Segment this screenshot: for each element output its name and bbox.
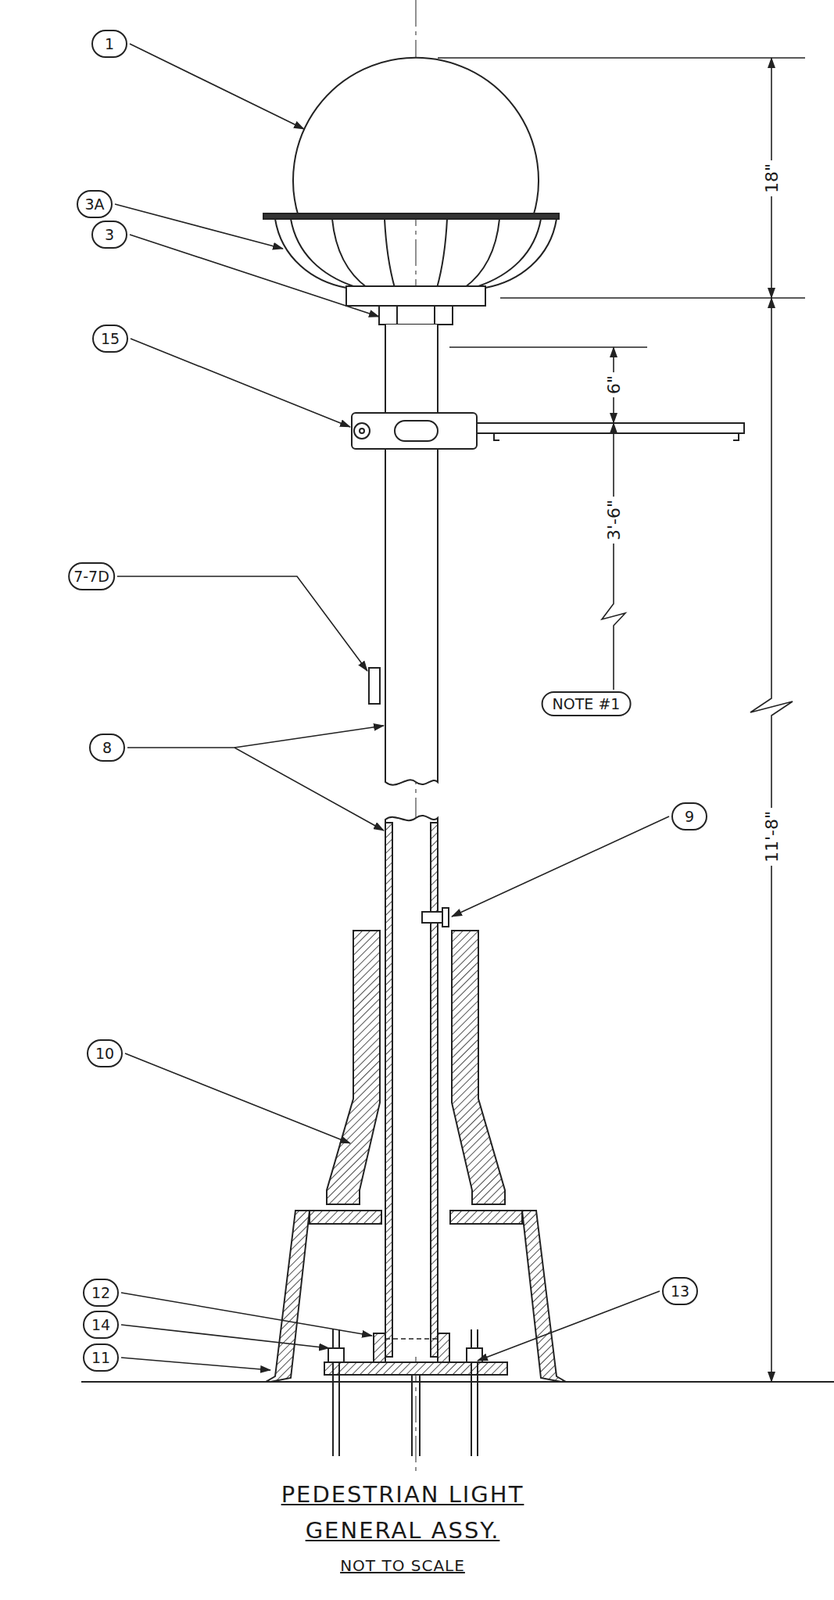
leader-line — [121, 1324, 330, 1348]
clamp-hole — [359, 428, 365, 434]
leader-line — [125, 1052, 351, 1143]
dimension-label: 18" — [760, 160, 784, 197]
socket — [437, 1332, 450, 1362]
leader-lines — [114, 43, 670, 1370]
base-wall — [265, 1209, 310, 1382]
leader-line — [117, 576, 368, 671]
extension-line — [437, 57, 806, 59]
bowl-rib — [384, 218, 395, 288]
extension-line — [500, 297, 806, 299]
callout-number: 11 — [82, 1342, 119, 1371]
leader-line — [127, 747, 384, 831]
anchor-plate — [324, 1361, 508, 1375]
dimension-label: 6" — [602, 372, 626, 398]
clamp-slot — [394, 420, 438, 441]
collar — [379, 305, 453, 325]
bowl-rib — [478, 218, 541, 287]
lamp-figure — [81, 0, 834, 1474]
dimension-label: 3'-6" — [602, 496, 626, 544]
ground-line — [81, 1380, 834, 1382]
pole-lower — [385, 815, 438, 1357]
pole — [385, 324, 438, 785]
extension-line — [449, 346, 648, 348]
callout-number: 14 — [82, 1310, 119, 1339]
flange — [263, 213, 559, 219]
center-rod — [411, 1374, 420, 1456]
set-screw-head — [442, 907, 449, 927]
note-leader — [612, 686, 615, 690]
callout-number: 10 — [86, 1038, 123, 1067]
bowl-rib — [485, 218, 557, 288]
base-plate — [450, 1209, 523, 1224]
base-wall — [522, 1209, 566, 1382]
dimension-line — [750, 297, 793, 1382]
bowl-rib — [464, 218, 500, 288]
base-cover-wall — [326, 930, 380, 1204]
callout-number: 8 — [89, 733, 126, 762]
callout-number: 9 — [671, 801, 708, 831]
callout-number: 15 — [92, 324, 129, 353]
leader-line — [121, 1356, 271, 1370]
dimension-lines — [437, 57, 806, 1382]
leader-line — [114, 204, 283, 249]
dimension-line — [601, 422, 626, 687]
dimension-label: 11'-8" — [760, 807, 784, 866]
base-cover-wall — [451, 930, 505, 1204]
leader-line — [451, 816, 670, 917]
callout-number: 7-7D — [68, 561, 115, 591]
base-plate — [309, 1209, 382, 1224]
hidden-line — [385, 1337, 438, 1339]
callout-number: 12 — [82, 1277, 119, 1307]
leader-line — [477, 1290, 660, 1361]
collar-flats — [397, 305, 435, 325]
bowl-rib — [332, 218, 368, 288]
globe — [293, 57, 539, 217]
callout-number: 3 — [91, 220, 128, 249]
note-text: NOTE #1 — [552, 694, 621, 713]
scale-note: NOT TO SCALE — [340, 1555, 466, 1575]
bowl-rib — [290, 218, 354, 287]
leader-line — [129, 43, 305, 129]
tag-plate — [368, 667, 380, 704]
set-screw — [422, 911, 444, 923]
clamp-ear — [354, 422, 370, 439]
bowl-rib — [275, 218, 347, 288]
pole-wall — [385, 822, 393, 1357]
note-oval: NOTE #1 — [541, 690, 632, 716]
bowl-rib — [436, 218, 448, 288]
leader-line — [129, 234, 380, 317]
pole-wall — [430, 822, 438, 1357]
callout-number: 1 — [91, 29, 128, 58]
hook — [493, 433, 739, 441]
callout-number: 3A — [76, 189, 113, 219]
clamp — [351, 412, 477, 449]
drawing-title: PEDESTRIAN LIGHT — [281, 1480, 525, 1507]
socket — [373, 1332, 386, 1362]
subtitle-text: GENERAL ASSY. — [305, 1516, 501, 1543]
leader-line — [130, 338, 351, 427]
nut — [328, 1347, 344, 1362]
fitter — [346, 286, 486, 306]
bracket-arm — [476, 422, 745, 434]
callout-number: 13 — [662, 1276, 698, 1305]
leader-line — [234, 725, 384, 748]
